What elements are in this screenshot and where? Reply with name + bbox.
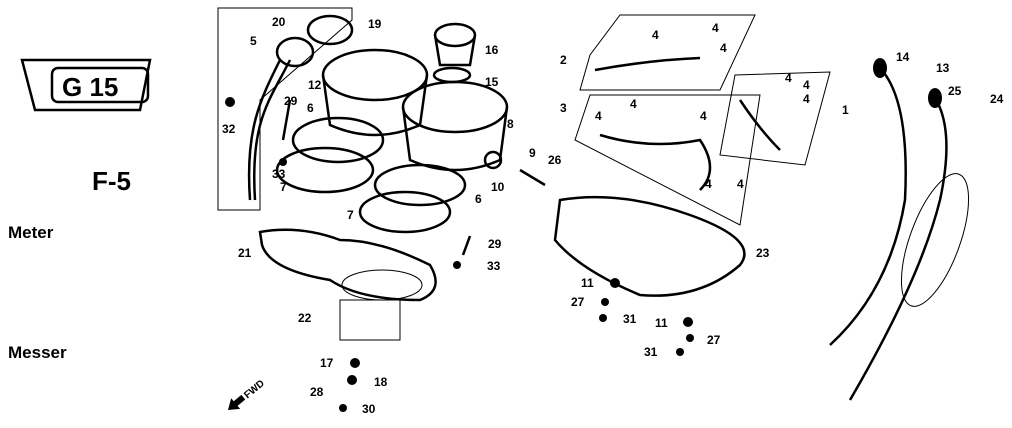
svg-text:28: 28 — [310, 385, 324, 399]
speedometer-cable — [829, 67, 907, 346]
svg-text:9: 9 — [529, 146, 536, 160]
part-10 — [483, 150, 503, 170]
svg-text:4: 4 — [652, 28, 659, 42]
svg-text:4: 4 — [737, 177, 744, 191]
svg-text:4: 4 — [700, 109, 707, 123]
svg-text:7: 7 — [347, 208, 354, 222]
svg-text:24: 24 — [990, 92, 1004, 106]
svg-text:32: 32 — [222, 122, 236, 136]
meter-case-23 — [553, 195, 746, 297]
svg-text:26: 26 — [548, 153, 562, 167]
svg-text:FWD: FWD — [242, 378, 267, 401]
svg-text:25: 25 — [948, 84, 962, 98]
svg-text:31: 31 — [623, 312, 637, 326]
harness-box-2 — [579, 14, 756, 91]
svg-text:31: 31 — [644, 345, 658, 359]
indicator-16 — [432, 22, 477, 84]
tachometer-cable — [848, 97, 948, 401]
svg-text:27: 27 — [571, 295, 585, 309]
ring-20 — [306, 14, 354, 46]
svg-text:4: 4 — [803, 78, 810, 92]
svg-text:20: 20 — [272, 15, 286, 29]
svg-text:4: 4 — [712, 21, 719, 35]
speedometer — [321, 48, 429, 137]
tachometer — [401, 80, 509, 172]
svg-text:11: 11 — [655, 316, 668, 330]
svg-text:14: 14 — [896, 50, 910, 64]
harness-box-1 — [719, 71, 831, 166]
svg-text:5: 5 — [250, 34, 257, 48]
svg-text:29: 29 — [488, 237, 502, 251]
svg-text:12: 12 — [308, 78, 322, 92]
ring-6a — [291, 116, 385, 164]
svg-text:17: 17 — [320, 356, 334, 370]
svg-text:7: 7 — [280, 180, 287, 194]
svg-text:4: 4 — [630, 97, 637, 111]
svg-text:4: 4 — [803, 92, 810, 106]
fwd-arrow-icon: FWD — [228, 378, 267, 410]
svg-text:30: 30 — [362, 402, 376, 416]
svg-text:1: 1 — [842, 103, 849, 117]
svg-text:33: 33 — [487, 259, 501, 273]
title-german: Messer — [8, 343, 67, 362]
svg-text:23: 23 — [756, 246, 770, 260]
part-32 — [225, 97, 235, 107]
svg-text:21: 21 — [238, 246, 252, 260]
svg-text:4: 4 — [720, 41, 727, 55]
inset-frame — [217, 7, 353, 211]
meter-panel-21 — [258, 228, 437, 302]
svg-text:6: 6 — [475, 192, 482, 206]
svg-text:4: 4 — [705, 177, 712, 191]
svg-text:4: 4 — [595, 109, 602, 123]
svg-text:11: 11 — [581, 276, 594, 290]
svg-text:13: 13 — [936, 61, 950, 75]
svg-text:22: 22 — [298, 311, 312, 325]
svg-text:15: 15 — [485, 75, 499, 89]
wire-harness — [247, 59, 292, 201]
ring-7a — [275, 146, 375, 194]
ring-6b — [373, 163, 467, 207]
svg-text:4: 4 — [785, 71, 792, 85]
badge-text: G 15 — [62, 72, 118, 102]
svg-text:18: 18 — [374, 375, 388, 389]
svg-text:8: 8 — [507, 117, 514, 131]
svg-text:3: 3 — [560, 101, 567, 115]
svg-text:16: 16 — [485, 43, 499, 57]
ring-7b — [358, 190, 452, 234]
svg-text:27: 27 — [707, 333, 721, 347]
section-label: F-5 — [92, 166, 131, 196]
title-english: Meter — [8, 223, 54, 242]
svg-text:29: 29 — [284, 94, 298, 108]
svg-text:10: 10 — [491, 180, 505, 194]
socket-assembly — [275, 36, 315, 68]
socket-22 — [339, 299, 401, 341]
svg-text:2: 2 — [560, 53, 567, 67]
model-badge: G 15 — [20, 58, 152, 112]
svg-text:19: 19 — [368, 17, 382, 31]
svg-text:33: 33 — [272, 167, 286, 181]
callout-labels: 20 19 5 16 12 15 29 6 32 8 33 7 10 9 26 … — [222, 15, 1004, 416]
svg-text:6: 6 — [307, 101, 314, 115]
harness-box-3 — [574, 94, 761, 226]
